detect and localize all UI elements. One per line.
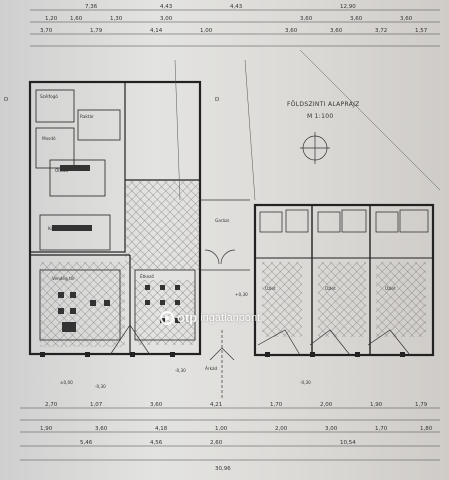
bottom-dimension-label: 4,18 bbox=[155, 426, 168, 432]
bottom-dimension-label: 3,60 bbox=[95, 426, 108, 432]
section-mark-right: D bbox=[215, 97, 219, 103]
bottom-dimension-label: 5,46 bbox=[80, 440, 93, 446]
level-mark: -0,30 bbox=[300, 380, 311, 385]
bottom-dimension-label: 1,90 bbox=[40, 426, 53, 432]
north-arrow-icon bbox=[300, 132, 330, 164]
room-label: Üzlet bbox=[265, 286, 276, 291]
room-label: Öltöző bbox=[55, 168, 69, 173]
bottom-dimension-label: 3,00 bbox=[325, 426, 338, 432]
bottom-dimension-label: 1,00 bbox=[215, 426, 228, 432]
bottom-dimension-label: 4,56 bbox=[150, 440, 163, 446]
top-dimension-label: 3,72 bbox=[375, 28, 387, 34]
plan-scale: M 1:100 bbox=[307, 113, 333, 120]
building-right-block bbox=[253, 203, 435, 357]
arcade-lines bbox=[109, 324, 411, 356]
bottom-dimension-labels: 2,70 1,07 3,60 4,21 1,70 2,00 1,90 1,79 1,90 3,60… bbox=[40, 402, 433, 446]
bottom-dimension-label: 1,70 bbox=[270, 402, 283, 408]
watermark-brand: otp bbox=[177, 310, 198, 325]
top-dimension-label: 3,60 bbox=[350, 16, 363, 22]
top-dimension-label: 1,20 bbox=[45, 16, 58, 22]
room-label: Üzlet bbox=[325, 286, 336, 291]
level-mark: -0,30 bbox=[175, 368, 186, 373]
top-dimension-label: 1,79 bbox=[90, 28, 103, 34]
hatched-areas bbox=[40, 180, 426, 347]
room-label: Vendég tér bbox=[52, 276, 75, 281]
top-dimension-label: 1,30 bbox=[110, 16, 123, 22]
top-dimension-label: 3,60 bbox=[285, 28, 298, 34]
arcade-columns bbox=[40, 352, 405, 357]
passage bbox=[200, 199, 250, 400]
room-label: Szélfogó bbox=[40, 94, 58, 99]
bottom-dimension-label: 1,07 bbox=[90, 402, 103, 408]
bottom-dimension-label: 2,00 bbox=[275, 426, 288, 432]
top-dimension-lines bbox=[30, 9, 440, 47]
top-dimension-label: 3,00 bbox=[160, 16, 173, 22]
bottom-dimension-label: 1,80 bbox=[420, 426, 433, 432]
top-dimension-label: 4,14 bbox=[150, 28, 163, 34]
bottom-dimension-label: 2,60 bbox=[210, 440, 223, 446]
top-dimension-label: 3,70 bbox=[40, 28, 53, 34]
top-dimension-label: 7,36 bbox=[85, 4, 98, 10]
bottom-dimension-label: 3,60 bbox=[150, 402, 163, 408]
top-dimension-label: 4,43 bbox=[230, 4, 243, 10]
room-label: Étkező bbox=[140, 274, 154, 279]
room-label: Üzlet bbox=[385, 286, 396, 291]
level-mark: -0,30 bbox=[95, 384, 106, 389]
bottom-total-dimension: 30,96 bbox=[215, 466, 231, 472]
top-dimension-label: 3,60 bbox=[300, 16, 313, 22]
level-marks: ±0,00 -0,30 -0,30 -0,30 +0,30 bbox=[60, 292, 311, 389]
top-dimension-label: 12,90 bbox=[340, 4, 356, 10]
site-boundary bbox=[174, 49, 441, 201]
top-dimension-label: 4,43 bbox=[160, 4, 173, 10]
room-label: Raktár bbox=[80, 114, 94, 119]
top-dimension-label: 1,60 bbox=[70, 16, 83, 22]
watermark: otp ingatlanpont bbox=[160, 310, 260, 325]
level-mark: ±0,00 bbox=[60, 380, 73, 385]
top-dimension-label: 3,60 bbox=[400, 16, 413, 22]
bottom-dimension-label: 2,00 bbox=[320, 402, 333, 408]
top-dimension-label: 1,57 bbox=[415, 28, 428, 34]
section-mark-left: D bbox=[4, 97, 8, 103]
room-label: Mosdó bbox=[42, 136, 56, 141]
bottom-dimension-lines bbox=[20, 407, 440, 461]
room-label: Árkád bbox=[205, 366, 218, 371]
top-dimension-label: 1,00 bbox=[200, 28, 213, 34]
room-label: Konyha bbox=[48, 226, 64, 231]
bottom-dimension-label: 1,79 bbox=[415, 402, 428, 408]
bottom-dimension-label: 1,90 bbox=[370, 402, 383, 408]
otp-logo-icon bbox=[160, 310, 174, 325]
bottom-dimension-label: 10,54 bbox=[340, 440, 356, 446]
top-dimension-label: 3,60 bbox=[330, 28, 343, 34]
bottom-dimension-label: 4,21 bbox=[210, 402, 222, 408]
bottom-dimension-label: 1,70 bbox=[375, 426, 388, 432]
level-mark: +0,30 bbox=[235, 292, 248, 297]
room-label: Garázs bbox=[215, 218, 229, 223]
plan-title: FÖLDSZINTI ALAPRAJZ bbox=[287, 101, 360, 108]
bottom-dimension-label: 2,70 bbox=[45, 402, 58, 408]
watermark-text: ingatlanpont bbox=[200, 311, 261, 324]
